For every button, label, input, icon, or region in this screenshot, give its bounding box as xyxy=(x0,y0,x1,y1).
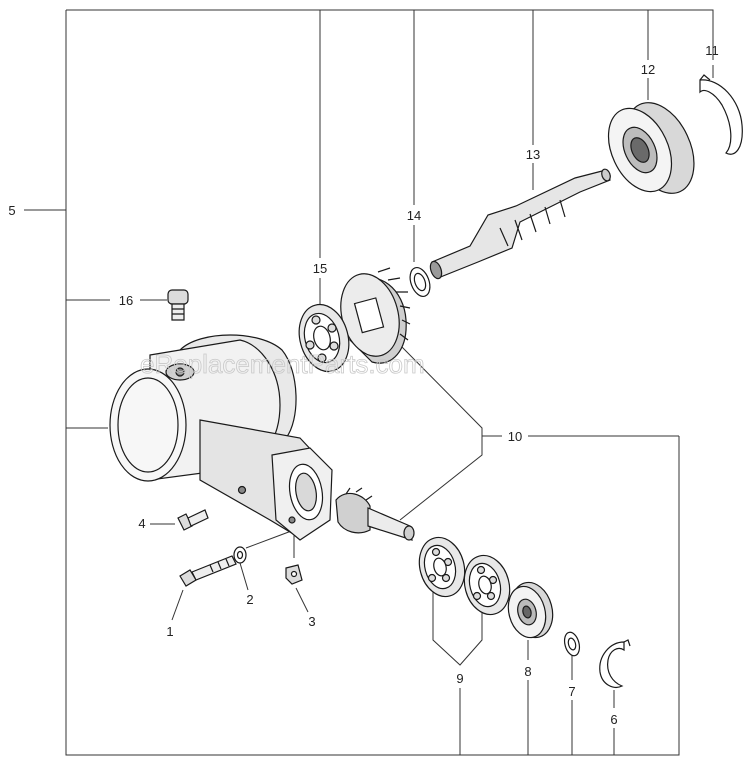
callout-15: 15 xyxy=(313,261,327,276)
callout-11: 11 xyxy=(705,43,719,58)
screw-16 xyxy=(167,289,189,321)
leader-1 xyxy=(171,589,184,621)
callout-labels: 1 2 3 4 5 6 7 8 9 10 11 12 13 14 15 16 xyxy=(8,43,718,727)
callout-1: 1 xyxy=(166,624,173,639)
bolt-1 xyxy=(179,555,237,587)
washer-2 xyxy=(233,546,247,564)
callout-10: 10 xyxy=(508,429,522,444)
washer-14 xyxy=(409,266,431,298)
watermark-text: eReplacementParts.com xyxy=(140,349,425,379)
leader-2 xyxy=(239,562,249,591)
callout-7: 7 xyxy=(568,684,575,699)
callout-13: 13 xyxy=(526,147,540,162)
bearing-8 xyxy=(507,581,554,639)
leader-9 xyxy=(432,592,483,666)
shaft-13 xyxy=(429,168,611,280)
callout-4: 4 xyxy=(138,516,145,531)
callout-5: 5 xyxy=(8,203,15,218)
washer-7 xyxy=(563,631,581,657)
callout-6: 6 xyxy=(610,712,617,727)
callout-14: 14 xyxy=(407,208,421,223)
leader-lines xyxy=(24,9,714,756)
callout-16: 16 xyxy=(119,293,133,308)
callout-8: 8 xyxy=(524,664,531,679)
callout-2: 2 xyxy=(246,592,253,607)
callout-3: 3 xyxy=(308,614,315,629)
callout-9: 9 xyxy=(456,671,463,686)
gear-housing xyxy=(109,334,333,541)
bearing-12 xyxy=(607,102,695,194)
callout-12: 12 xyxy=(641,62,655,77)
screw-4 xyxy=(177,509,209,531)
leader-housing-hw xyxy=(245,529,295,558)
bevel-gear-lower xyxy=(335,487,415,541)
bearing-15 xyxy=(298,303,350,373)
bearing-9a xyxy=(418,536,466,598)
leader-10 xyxy=(399,344,679,521)
leader-3 xyxy=(295,587,309,613)
clip-3 xyxy=(285,564,303,585)
assembly-bracket-line xyxy=(65,9,714,756)
retaining-ring-6 xyxy=(599,639,631,688)
bevel-gear-upper xyxy=(340,267,411,364)
bearing-9b xyxy=(463,554,511,616)
retaining-ring-11 xyxy=(699,74,743,155)
